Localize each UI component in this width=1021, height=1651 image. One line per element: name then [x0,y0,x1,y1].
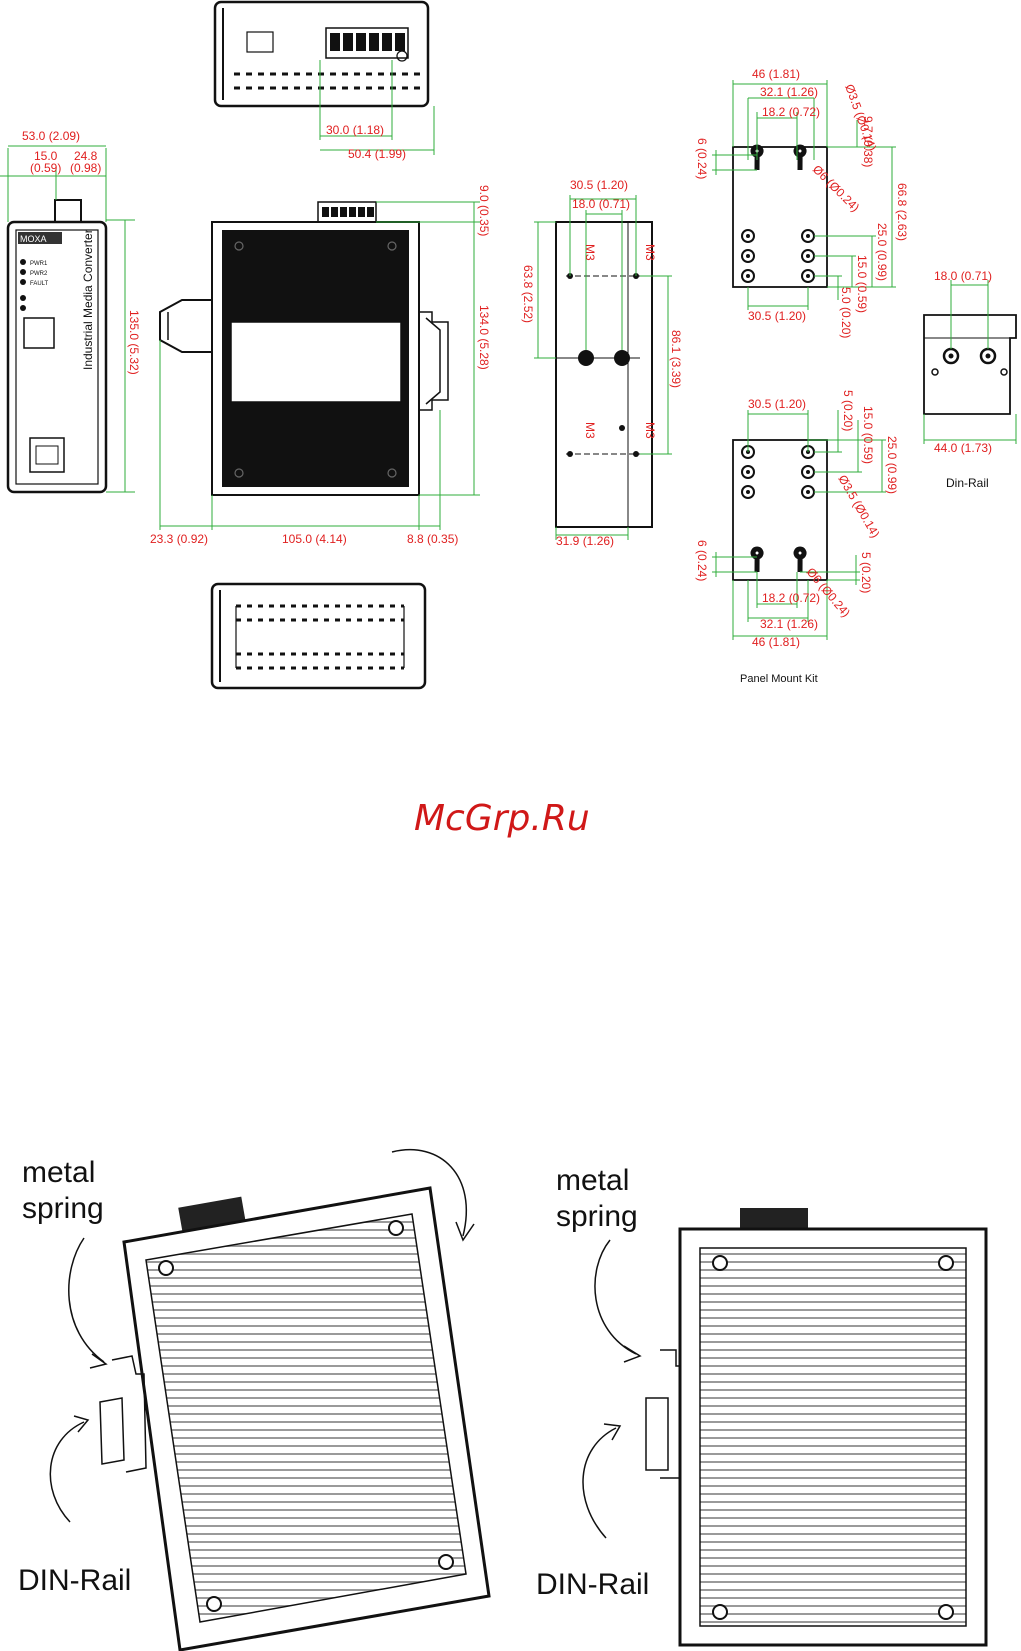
install-right-metal: metal [556,1164,629,1197]
pb-w-b: 18.2 (0.72) [762,591,820,605]
install-left [49,1149,491,1651]
front-width-a: 15.0 [34,149,58,163]
watermark-text: McGrp.Ru [414,798,590,839]
pt-w-total: 46 (1.81) [752,67,800,81]
pb-h-a: 5 (0.20) [841,390,855,431]
pb-w-a: 32.1 (1.26) [760,617,818,631]
rear-screw-bl: M3 [583,422,597,439]
pb-w-top: 30.5 (1.20) [748,397,806,411]
front-height: 135.0 (5.32) [127,310,141,375]
pb-w-total: 46 (1.81) [752,635,800,649]
front-width-total: 53.0 (2.09) [22,129,80,143]
side-right-ext: 8.8 (0.35) [407,532,458,546]
pt-h-d: 5.0 (0.20) [839,287,853,338]
side-body-width: 105.0 (4.14) [282,532,347,546]
front-width-a-in: (0.59) [30,161,61,175]
front-product-name: Industrial Media Converter [81,229,95,370]
led-pwr1: PWR1 [30,261,48,267]
pt-h-left: 6 (0.24) [695,138,709,179]
front-view [0,145,135,494]
pt-h-total: 66.8 (2.63) [895,183,909,241]
pb-h-left: 6 (0.24) [695,540,709,581]
front-width-b-in: (0.98) [70,161,101,175]
din-rail-caption: Din-Rail [946,476,989,490]
install-left-din-rail: DIN-Rail [18,1564,131,1597]
side-left-ext: 23.3 (0.92) [150,532,208,546]
rear-view [534,195,672,540]
top-pitch-b: 50.4 (1.99) [348,147,406,161]
pt-h-a: 9.7 (0.38) [861,116,875,167]
ground-screw-icon [396,50,408,62]
install-right [582,1208,988,1647]
din-rail-view [923,280,1017,444]
pb-h-right: 5 (0.20) [859,552,873,593]
rear-screw-br: M3 [643,422,657,439]
rear-height-b: 86.1 (3.39) [669,330,683,388]
pb-h-c: 25.0 (0.99) [885,436,899,494]
front-brand: MOXA [20,234,47,244]
top-pitch-a: 30.0 (1.18) [326,123,384,137]
install-right-din-rail: DIN-Rail [536,1568,649,1601]
rear-screw-tl: M3 [583,244,597,261]
led-pwr2: PWR2 [30,271,48,277]
pt-h-c: 15.0 (0.59) [855,255,869,313]
pb-hole-small: Ø3.5 (Ø0.14) [835,473,882,541]
pb-h-b: 15.0 (0.59) [861,406,875,464]
rear-width-b: 18.0 (0.71) [572,197,630,211]
pt-w-bottom: 30.5 (1.20) [748,309,806,323]
din-spacing: 18.0 (0.71) [934,269,992,283]
panel-mount-bottom [712,410,886,640]
side-view [159,201,480,530]
pt-w-b: 18.2 (0.72) [762,105,820,119]
bottom-view [210,582,427,690]
led-fault: FAULT [30,281,49,287]
panel-mount-caption: Panel Mount Kit [740,673,818,685]
rear-depth: 31.9 (1.26) [556,534,614,548]
rear-screw-tr: M3 [643,244,657,261]
install-left-spring: spring [22,1192,104,1225]
rear-height-a: 63.8 (2.52) [521,265,535,323]
front-width-b: 24.8 [74,149,98,163]
install-left-metal: metal [22,1156,95,1189]
side-top-offset: 9.0 (0.35) [477,185,491,236]
panel-mount-top [712,80,896,310]
side-height: 134.0 (5.28) [477,305,491,370]
pt-h-b: 25.0 (0.99) [875,223,889,281]
pt-w-a: 32.1 (1.26) [760,85,818,99]
rear-width-a: 30.5 (1.20) [570,178,628,192]
install-right-spring: spring [556,1200,638,1233]
top-view [213,0,435,155]
din-width: 44.0 (1.73) [934,441,992,455]
